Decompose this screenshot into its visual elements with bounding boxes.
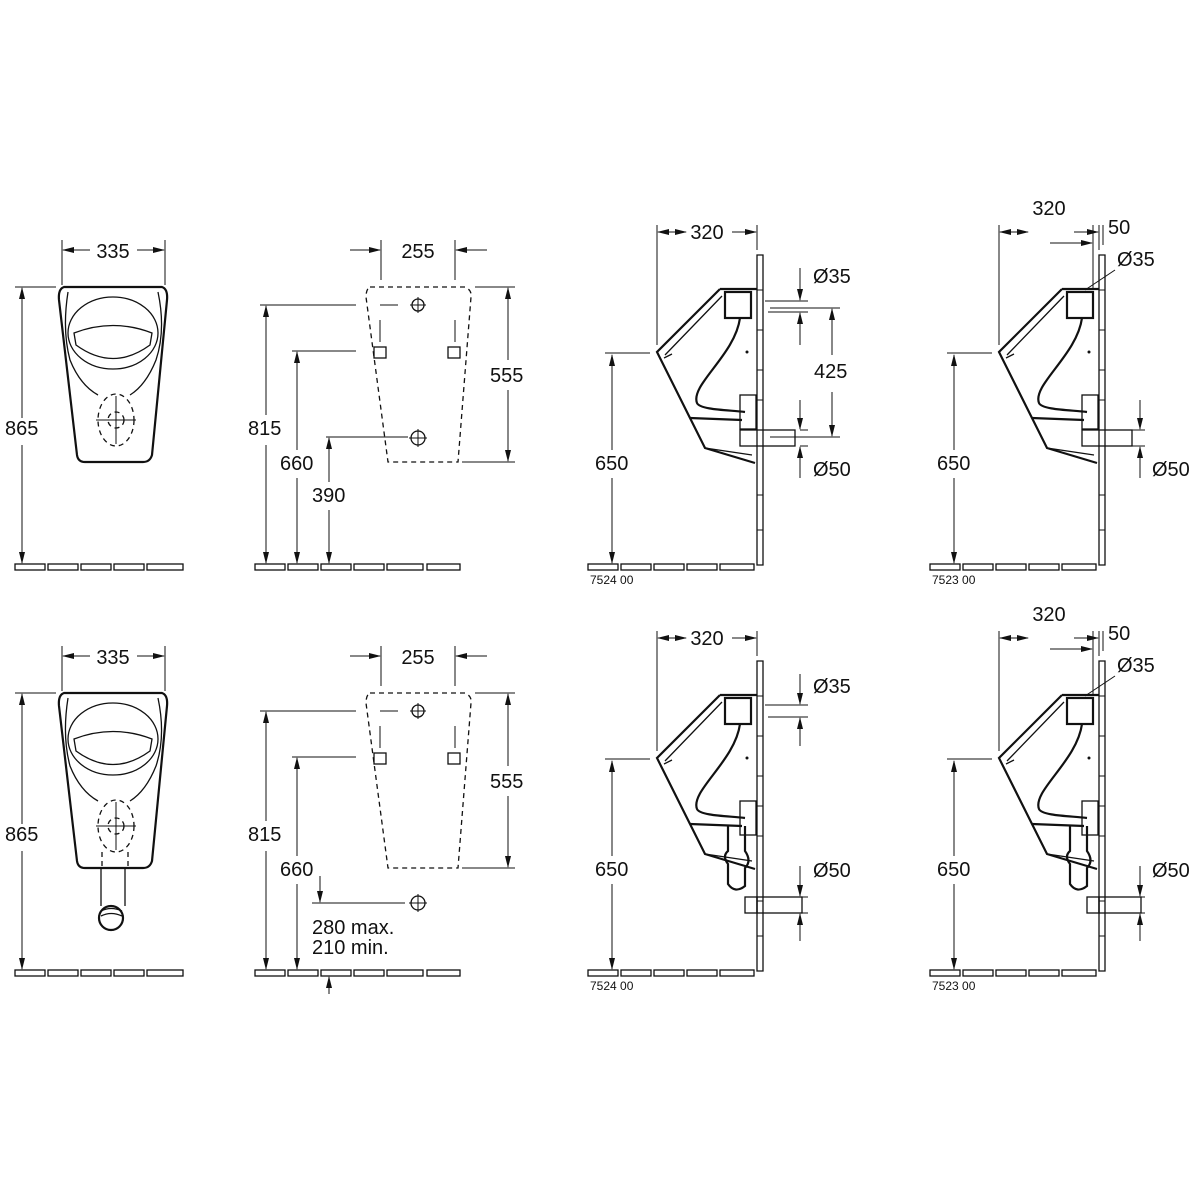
depth-dimension: 320: [690, 628, 723, 650]
outlet-diameter: Ø50: [1152, 459, 1190, 481]
depth-dimension: 320: [1032, 604, 1065, 626]
outlet-height-dimension: 815: [248, 418, 281, 440]
inlet-offset-dimension: 50: [1108, 623, 1130, 645]
rim-height-dimension: 650: [937, 453, 970, 475]
row2-wall-view: 255 555 815 660 280 max. 210 min.: [248, 646, 523, 994]
height-dimension: 865: [5, 418, 38, 440]
depth-dimension: 320: [1032, 198, 1065, 220]
fixing-height-dimension: 660: [280, 859, 313, 881]
inlet-offset-dimension: 50: [1108, 217, 1130, 239]
inlet-diameter: Ø35: [1117, 655, 1155, 677]
row2-front-view: 335 865: [5, 646, 184, 977]
height-dimension: 555: [490, 771, 523, 793]
drain-height-min: 210 min.: [312, 937, 389, 959]
width-dimension: 255: [401, 241, 434, 263]
inlet-diameter: Ø35: [813, 676, 851, 698]
model-number: 7524 00: [590, 573, 634, 587]
outlet-diameter: Ø50: [813, 459, 851, 481]
inlet-diameter: Ø35: [813, 266, 851, 288]
model-number: 7524 00: [590, 979, 634, 993]
outlet-diameter: Ø50: [1152, 860, 1190, 882]
depth-dimension: 320: [690, 222, 723, 244]
row1-front-view: 335 865: [5, 240, 184, 571]
rim-height-dimension: 650: [595, 859, 628, 881]
model-number: 7523 00: [932, 979, 976, 993]
row1-side-view-b: 320 50 Ø35 Ø50 650 7523 00: [930, 198, 1190, 587]
inlet-drain-spacing: 425: [814, 361, 847, 383]
height-dimension: 865: [5, 824, 38, 846]
outlet-height-dimension: 815: [248, 824, 281, 846]
drain-height-max: 280 max.: [312, 917, 394, 939]
width-dimension: 335: [96, 647, 129, 669]
height-dimension: 555: [490, 365, 523, 387]
row1-side-view-a: 320 Ø35 425 Ø50 650 7524 00: [588, 222, 851, 587]
fixing-height-dimension: 660: [280, 453, 313, 475]
drain-height-dimension: 390: [312, 485, 345, 507]
width-dimension: 335: [96, 241, 129, 263]
rim-height-dimension: 650: [595, 453, 628, 475]
outlet-diameter: Ø50: [813, 860, 851, 882]
row2-side-view-b: 320 50 Ø35 Ø50 650 7523 00: [930, 604, 1190, 993]
model-number: 7523 00: [932, 573, 976, 587]
rim-height-dimension: 650: [937, 859, 970, 881]
inlet-diameter: Ø35: [1117, 249, 1155, 271]
width-dimension: 255: [401, 647, 434, 669]
row2-side-view-a: 320 Ø35 Ø50 650 7524 00: [588, 628, 851, 993]
row1-wall-view: 255 555 815 660 390: [248, 240, 523, 571]
